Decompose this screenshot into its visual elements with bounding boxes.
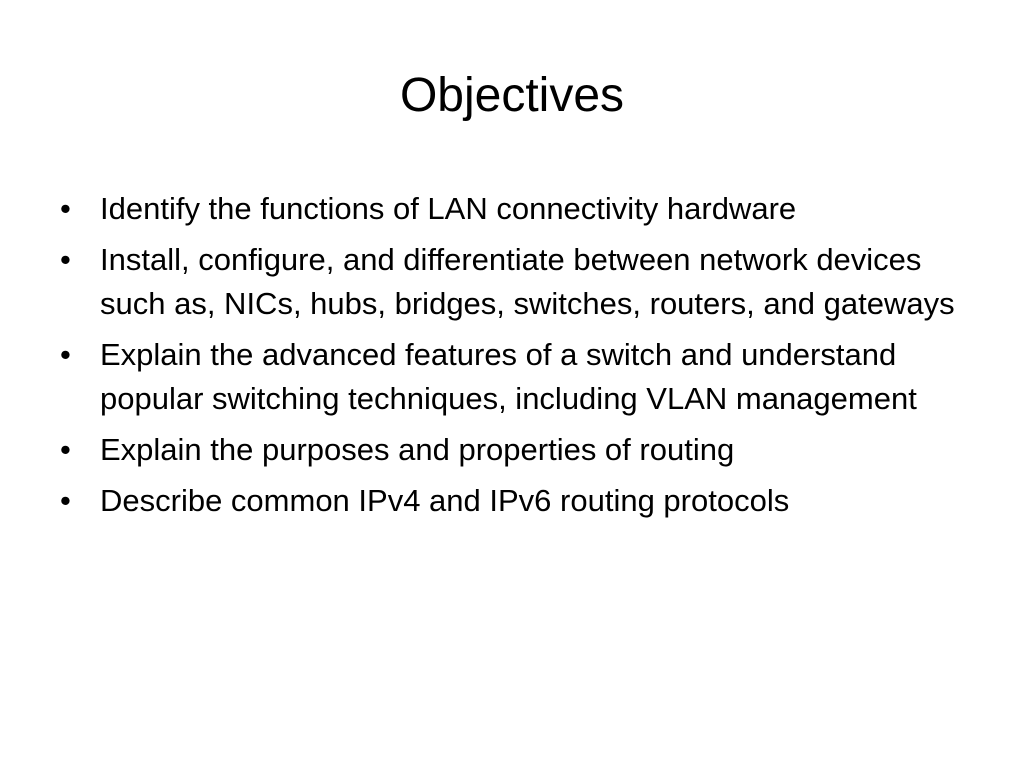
objective-item-identify-lan-hardware: • Identify the functions of LAN connecti…	[60, 187, 960, 231]
objective-text: Install, configure, and differentiate be…	[100, 242, 955, 321]
objective-text: Explain the purposes and properties of r…	[100, 432, 735, 467]
objective-text: Describe common IPv4 and IPv6 routing pr…	[100, 483, 790, 518]
slide-title: Objectives	[399, 69, 625, 122]
bullet-icon: •	[60, 432, 71, 467]
bullet-icon: •	[60, 337, 71, 372]
objective-item-routing-properties: • Explain the purposes and properties of…	[60, 428, 960, 472]
objectives-list: • Identify the functions of LAN connecti…	[60, 187, 960, 530]
bullet-icon: •	[60, 191, 71, 226]
objective-text: Explain the advanced features of a switc…	[100, 337, 917, 416]
bullet-icon: •	[60, 242, 71, 277]
objective-item-switch-features: • Explain the advanced features of a swi…	[60, 333, 960, 421]
objective-text: Identify the functions of LAN connectivi…	[100, 191, 797, 226]
objective-item-routing-protocols: • Describe common IPv4 and IPv6 routing …	[60, 479, 960, 523]
bullet-icon: •	[60, 483, 71, 518]
objective-item-network-devices: • Install, configure, and differentiate …	[60, 238, 960, 326]
